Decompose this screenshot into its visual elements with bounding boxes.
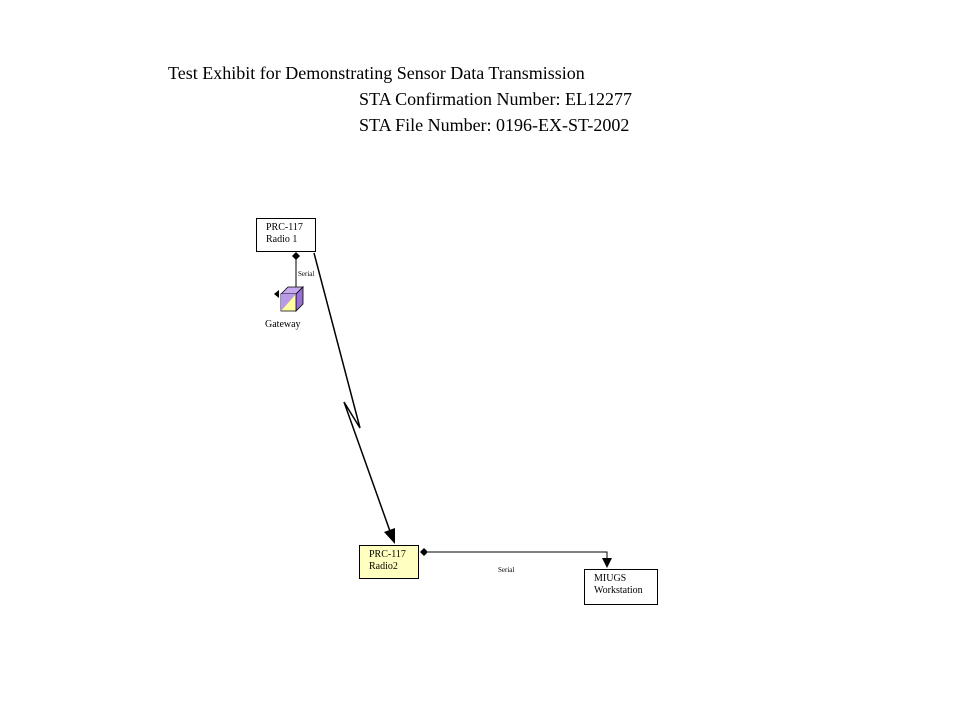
radio2-model: PRC-117 bbox=[369, 549, 406, 560]
workstation-node[interactable]: MIUGS Workstation bbox=[584, 569, 658, 605]
link-diamond-radio1 bbox=[292, 252, 300, 260]
gateway-label: Gateway bbox=[265, 319, 301, 330]
page-title: Test Exhibit for Demonstrating Sensor Da… bbox=[168, 63, 585, 83]
file-number: STA File Number: 0196-EX-ST-2002 bbox=[359, 115, 630, 135]
confirmation-number: STA Confirmation Number: EL12277 bbox=[359, 89, 633, 109]
radio1-model: PRC-117 bbox=[266, 222, 303, 233]
serial-label-radio2: Serial bbox=[498, 566, 515, 574]
serial-label-radio1: Serial bbox=[298, 270, 315, 278]
link-diamond-radio2 bbox=[420, 548, 428, 556]
radio1-name: Radio 1 bbox=[266, 234, 298, 245]
workstation-name: Workstation bbox=[594, 585, 643, 596]
arrowhead-radio2 bbox=[384, 528, 395, 544]
lightning-bolt-icon bbox=[313, 252, 392, 535]
cube-icon bbox=[274, 286, 304, 312]
workstation-system: MIUGS bbox=[594, 573, 627, 584]
arrowhead-workstation bbox=[602, 558, 612, 568]
radio2-name: Radio2 bbox=[369, 561, 398, 572]
serial-link-radio2-workstation bbox=[428, 551, 608, 560]
radio2-node[interactable]: PRC-117 Radio2 bbox=[359, 545, 419, 579]
radio1-node[interactable]: PRC-117 Radio 1 bbox=[256, 218, 316, 252]
